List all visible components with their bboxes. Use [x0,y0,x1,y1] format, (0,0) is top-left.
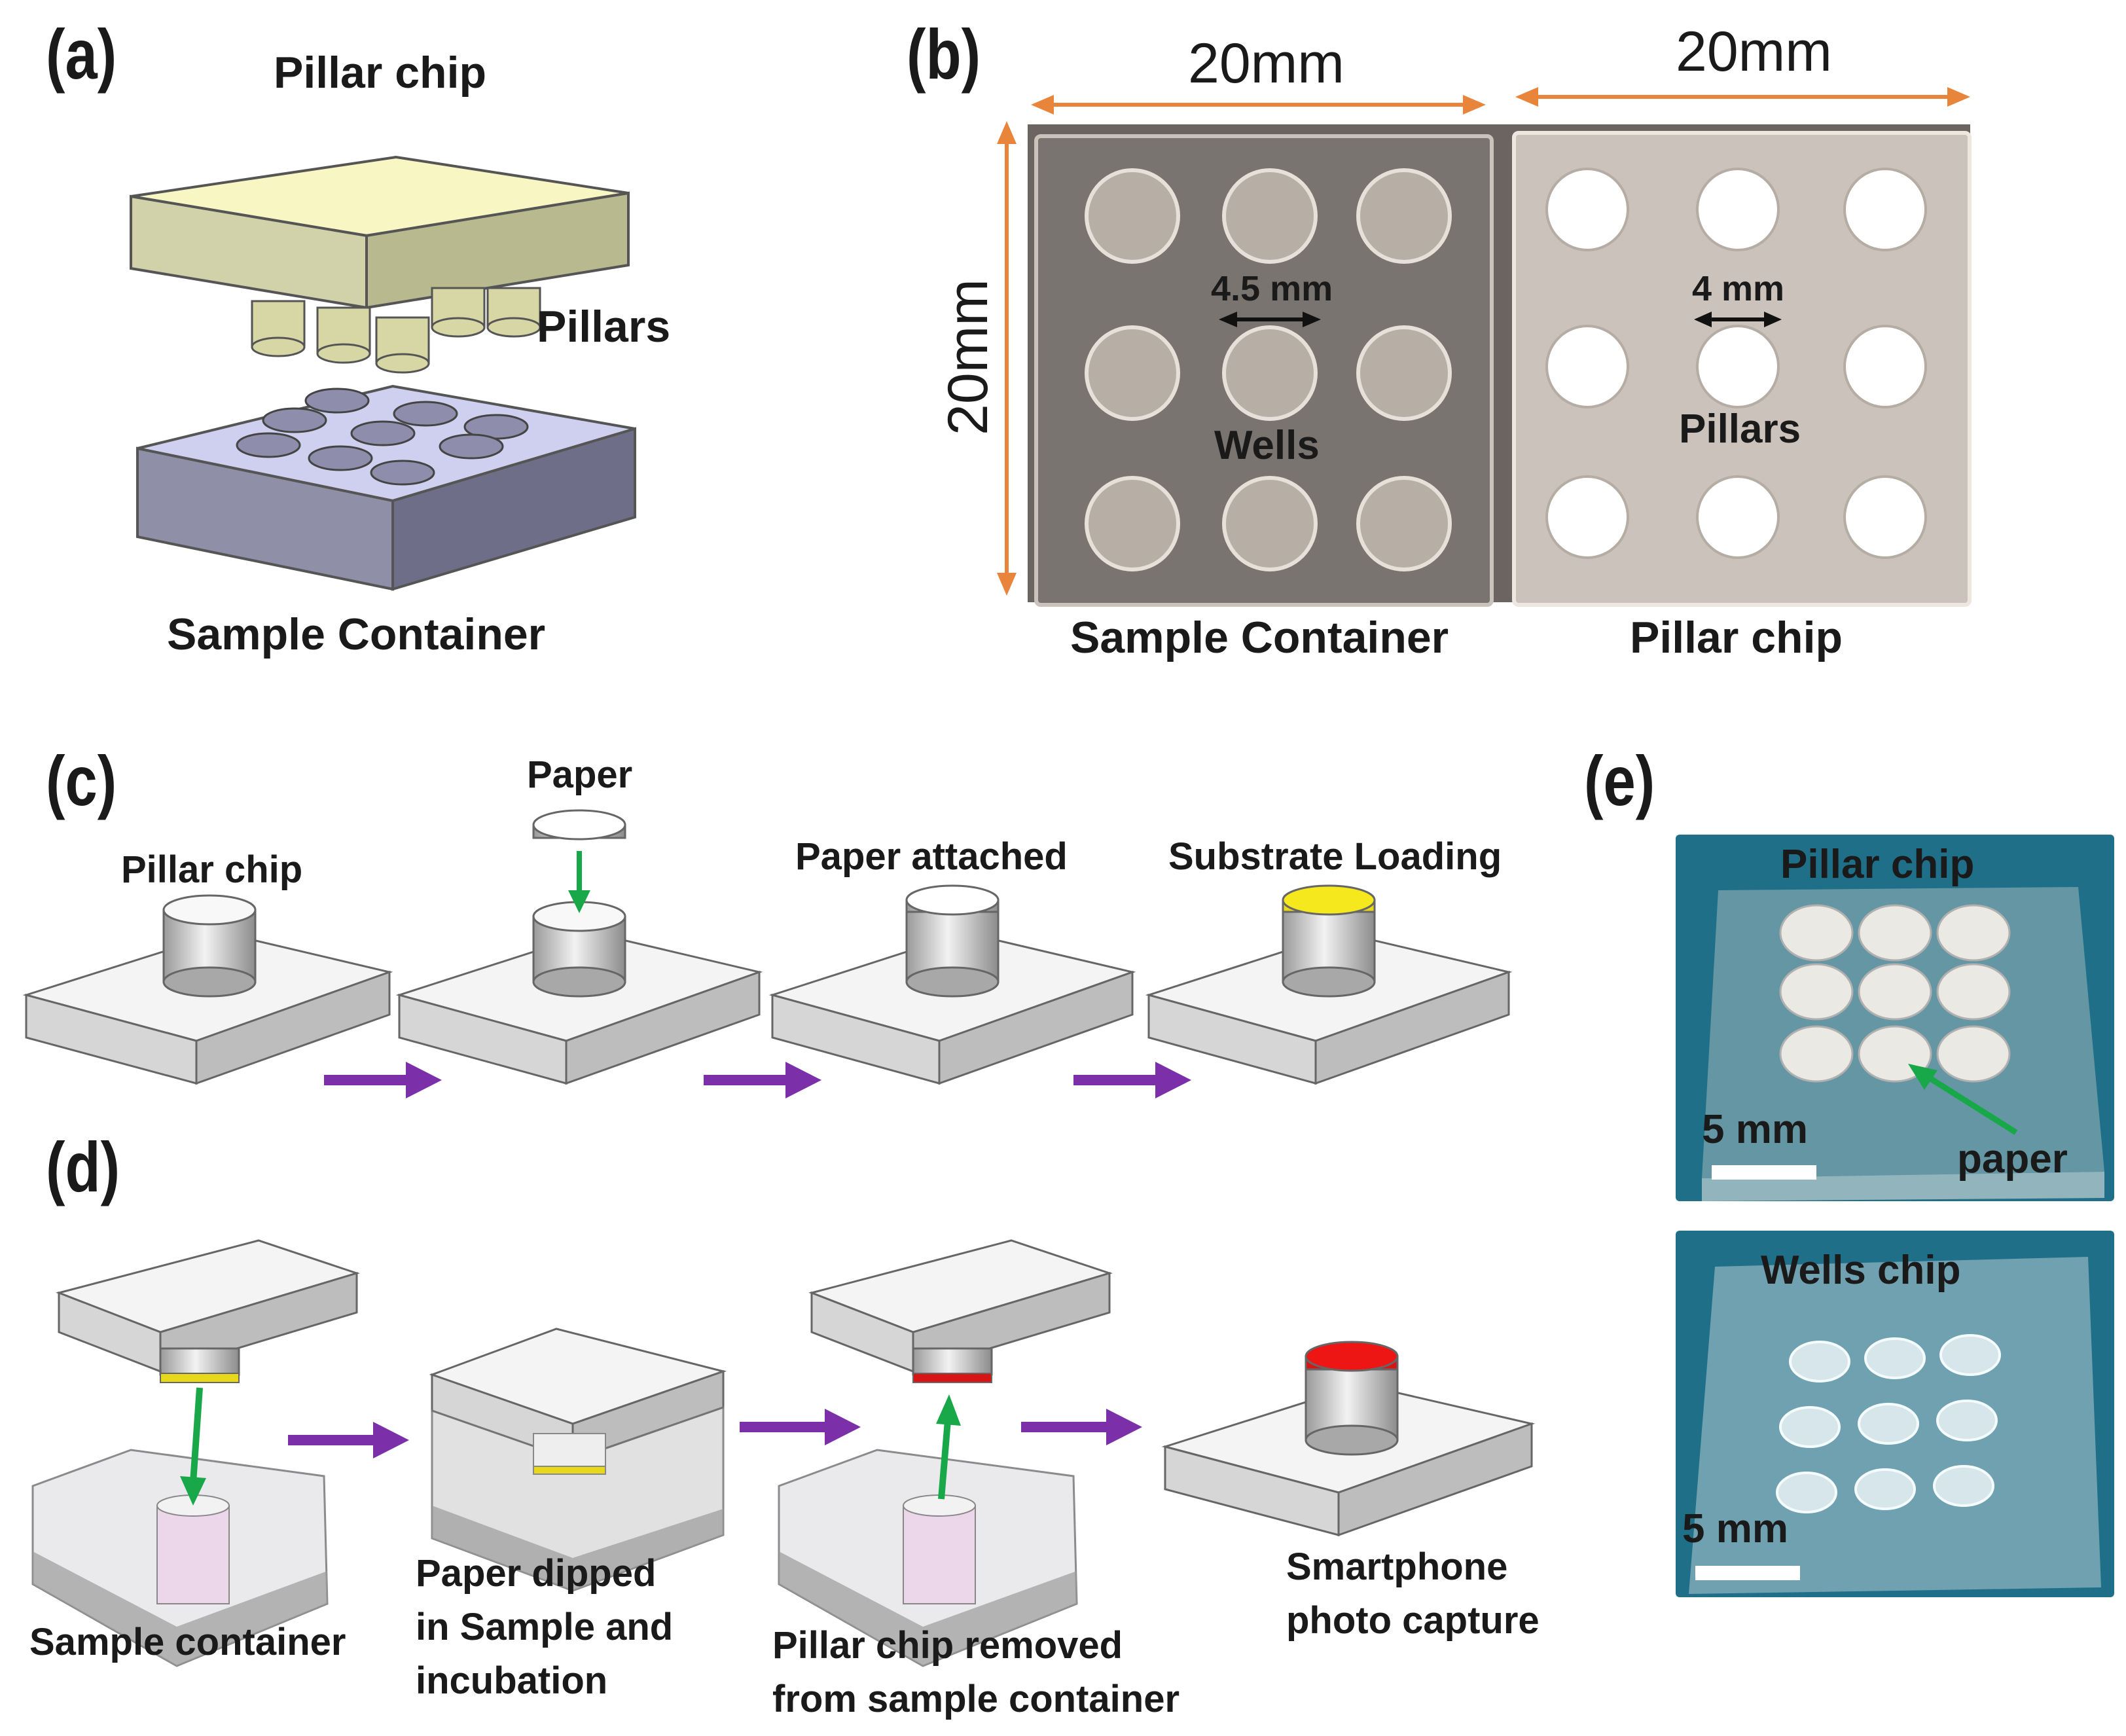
wells-photo [1085,168,1452,571]
label-pillar-chip-e: Pillar chip [1780,842,1975,887]
label-step-d2-line2: in Sample and [416,1606,674,1648]
panel-c-letter: (c) [46,741,117,820]
step-d3-removed [778,1239,1113,1667]
label-pillars-a: Pillars [537,302,671,352]
step-c4-substrate-loading [1145,884,1513,1085]
label-step-d3-line2: from sample container [772,1678,1180,1720]
diameter-arrows [1219,312,1782,327]
panel-e-letter: (e) [1584,741,1655,820]
label-step-d2-line3: incubation [416,1659,608,1702]
pillar-chip-block [130,155,630,310]
label-scale-top: 5 mm [1702,1107,1808,1152]
label-step-d4-line2: photo capture [1286,1599,1540,1642]
panel-b-letter: (b) [907,14,981,94]
label-pillars-b: Pillars [1679,407,1801,452]
label-step-d3-line1: Pillar chip removed [772,1624,1123,1667]
step-c3-paper-attached [768,884,1136,1085]
label-pillar-diameter: 4 mm [1692,269,1785,308]
label-width-right: 20mm [1676,20,1832,83]
purple-arrows-d [288,1409,1142,1458]
label-wells: Wells [1214,423,1320,468]
step-c1-pillar-chip [22,894,393,1085]
scale-bar-bottom [1695,1566,1800,1580]
label-step-c4: Substrate Loading [1168,835,1502,878]
label-pillar-chip-a: Pillar chip [274,48,486,98]
label-paper-pointer: paper [1957,1136,2068,1182]
label-well-diameter: 4.5 mm [1211,269,1333,308]
dimension-arrows [997,87,1970,596]
step-d2-incubation [429,1328,727,1592]
label-step-c3: Paper attached [795,835,1068,878]
step-d1-sample-container [31,1239,360,1667]
label-step-c1: Pillar chip [121,848,303,891]
wells-group [236,388,529,486]
label-step-d2-line1: Paper dipped [416,1552,657,1595]
label-scale-bottom: 5 mm [1682,1506,1788,1551]
scale-bar-top [1712,1165,1816,1180]
panel-d-letter: (d) [46,1127,120,1206]
pillars-group [251,287,541,374]
well-shapes [1776,1334,2001,1513]
step-d4-photo-capture [1161,1341,1536,1537]
label-step-c2: Paper [527,753,633,796]
label-step-d4-line1: Smartphone [1286,1546,1508,1588]
pillars-photo [1545,168,1927,559]
step-c2-paper [395,809,763,1085]
purple-arrows-c [324,1062,1191,1098]
panel-a-letter: (a) [46,14,117,94]
label-width-left: 20mm [1188,32,1344,95]
label-sample-container-b: Sample Container [1070,613,1449,662]
label-pillar-chip-b: Pillar chip [1630,613,1843,662]
label-step-d1: Sample container [29,1621,346,1663]
paper-discs [1779,904,2011,1083]
label-sample-container-a: Sample Container [167,609,546,659]
label-wells-chip-e: Wells chip [1761,1248,1961,1293]
